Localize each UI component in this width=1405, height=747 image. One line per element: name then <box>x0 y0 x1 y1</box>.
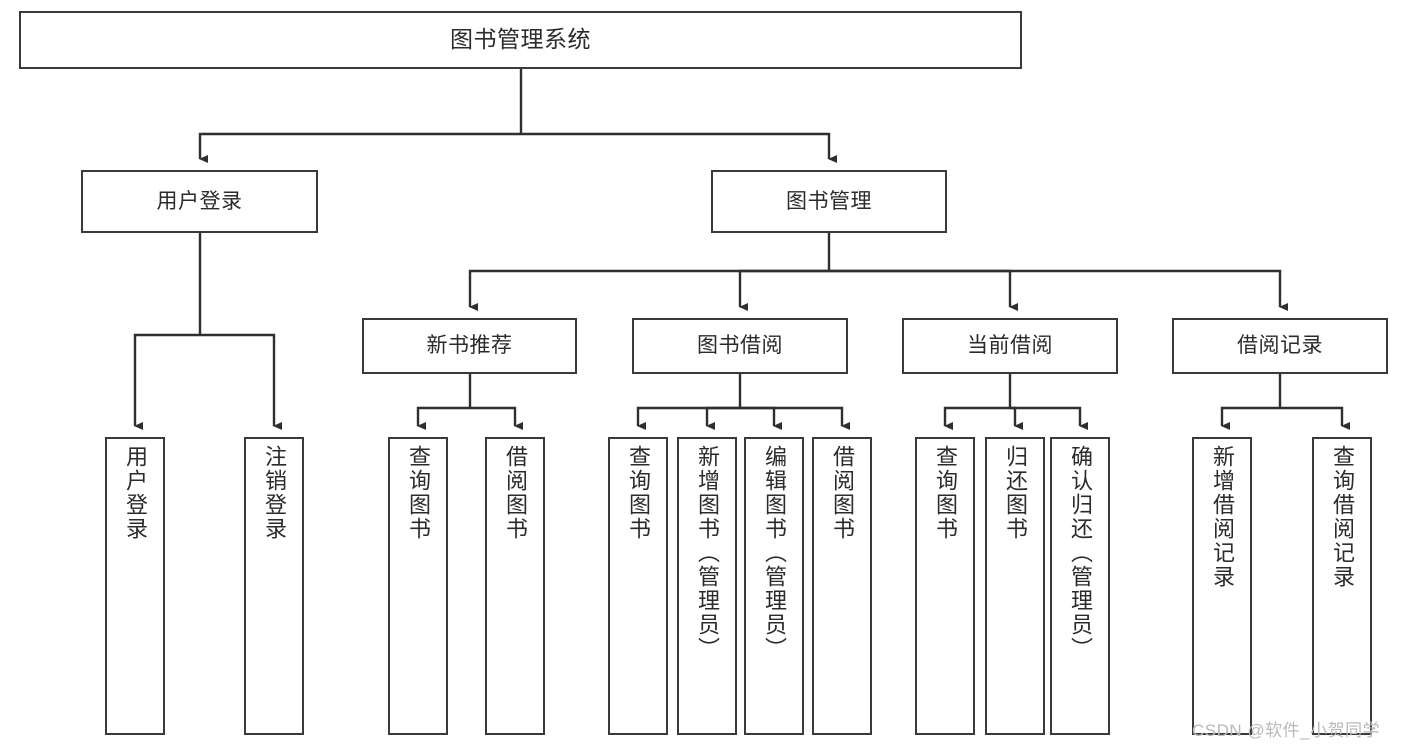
node-label: 编辑图书（管理员） <box>762 445 787 661</box>
node-leaf-query-book-1[interactable]: 查询图书 <box>388 437 448 735</box>
connector-edge <box>636 406 740 430</box>
node-label: 新增图书（管理员） <box>695 445 720 661</box>
node-leaf-return-book[interactable]: 归还图书 <box>985 437 1045 735</box>
node-root[interactable]: 图书管理系统 <box>19 11 1022 69</box>
node-label: 图书借阅 <box>697 334 783 358</box>
node-label: 借阅图书 <box>830 445 855 541</box>
node-leaf-query-book-3[interactable]: 查询图书 <box>915 437 975 735</box>
connector-edge <box>705 406 740 430</box>
node-book-borrow[interactable]: 图书借阅 <box>632 318 848 374</box>
node-label: 注销登录 <box>262 445 287 541</box>
connector-edge <box>740 406 850 430</box>
watermark-text: CSDN @软件_小贺同学 <box>1192 721 1381 740</box>
node-label: 用户登录 <box>123 445 148 541</box>
node-leaf-confirm-return[interactable]: 确认归还（管理员） <box>1050 437 1110 735</box>
connector-edge <box>1010 406 1088 430</box>
node-leaf-borrow-book-2[interactable]: 借阅图书 <box>812 437 872 735</box>
node-borrow-record[interactable]: 借阅记录 <box>1172 318 1388 374</box>
node-label: 确认归还（管理员） <box>1068 445 1093 661</box>
node-label: 借阅图书 <box>503 445 528 541</box>
node-new-book-rec[interactable]: 新书推荐 <box>362 318 577 374</box>
node-leaf-query-record[interactable]: 查询借阅记录 <box>1312 437 1372 735</box>
connector-edge <box>740 406 782 430</box>
node-current-borrow[interactable]: 当前借阅 <box>902 318 1118 374</box>
node-label: 查询图书 <box>406 445 431 541</box>
node-label: 图书管理系统 <box>450 26 591 53</box>
node-leaf-user-login[interactable]: 用户登录 <box>105 437 165 735</box>
connector-edge <box>943 406 1010 430</box>
node-leaf-logout[interactable]: 注销登录 <box>244 437 304 735</box>
node-label: 归还图书 <box>1003 445 1028 541</box>
node-user-login[interactable]: 用户登录 <box>81 170 318 233</box>
node-label: 新增借阅记录 <box>1210 445 1235 589</box>
node-label: 用户登录 <box>156 189 243 213</box>
node-leaf-query-book-2[interactable]: 查询图书 <box>608 437 668 735</box>
connector-edge <box>521 132 837 163</box>
connector-edge <box>133 333 200 430</box>
connector-edge <box>198 132 521 163</box>
node-leaf-borrow-book-1[interactable]: 借阅图书 <box>485 437 545 735</box>
connector-edge <box>1010 406 1023 430</box>
connector-edge <box>200 333 282 430</box>
node-leaf-edit-book[interactable]: 编辑图书（管理员） <box>744 437 804 735</box>
node-label: 查询图书 <box>626 445 651 541</box>
node-label: 当前借阅 <box>967 334 1053 358</box>
node-label: 查询借阅记录 <box>1330 445 1355 589</box>
connector-edge <box>470 406 523 430</box>
connector-edge <box>468 269 829 311</box>
node-label: 图书管理 <box>786 189 872 213</box>
connector-edge <box>416 406 470 430</box>
connector-edge <box>1220 406 1280 430</box>
connector-edge <box>1280 406 1350 430</box>
node-leaf-add-record[interactable]: 新增借阅记录 <box>1192 437 1252 735</box>
connector-edge <box>738 269 829 311</box>
node-leaf-add-book[interactable]: 新增图书（管理员） <box>677 437 737 735</box>
node-label: 查询图书 <box>933 445 958 541</box>
node-label: 借阅记录 <box>1237 334 1323 358</box>
node-label: 新书推荐 <box>426 334 513 358</box>
node-book-manage[interactable]: 图书管理 <box>711 170 947 233</box>
connector-edge <box>829 269 1018 311</box>
connector-edge <box>829 269 1288 311</box>
